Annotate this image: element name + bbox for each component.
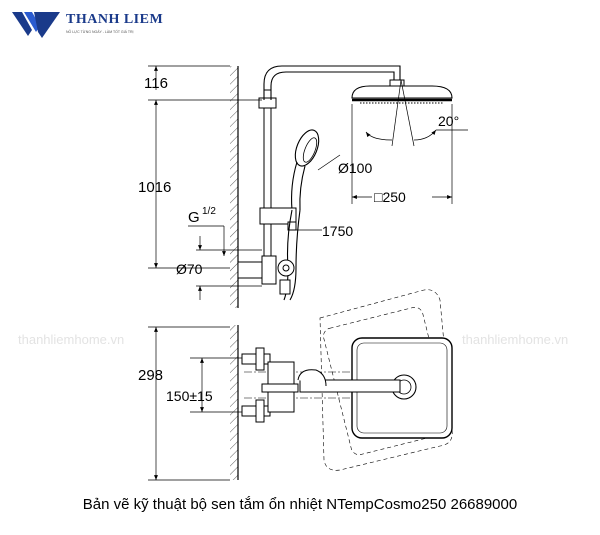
dim-rosette: Ø70 [176,261,203,277]
brand-name: THANH LIEM [66,12,164,27]
dim-hose-length: 1750 [322,223,353,239]
dim-head-size: □250 [374,189,406,205]
dim-1016: 1016 [138,179,171,196]
dim-116: 116 [144,75,168,92]
angle-line-left [391,79,402,147]
watermark-left: thanhliemhome.vn [18,332,125,347]
watermark-right: thanhliemhome.vn [462,332,569,347]
dim-thread: G [188,209,200,226]
brand-slogan: NỖ LỰC TỪNG NGÀY - LÀM TỐT GIÁ TRỊ [66,30,134,34]
riser-rail [263,89,272,263]
rain-shower-head [351,85,453,99]
wall-hatch-lower [230,325,238,480]
dim-298: 298 [138,367,163,384]
logo-mark-icon [12,12,60,38]
brand-logo[interactable]: THANH LIEM NỖ LỰC TỪNG NGÀY - LÀM TỐT GI… [10,8,163,38]
wall-connector [237,261,263,279]
shower-arm [263,65,401,100]
dim-150: 150±15 [166,388,213,404]
wall-hatch-upper [230,66,238,308]
mixer-body [261,255,277,285]
slider-holder [259,207,297,225]
dim-hand-diameter: Ø100 [338,160,372,176]
hose-outlet [277,259,295,277]
caption: Bản vẽ kỹ thuật bộ sen tắm ổn nhiệt NTem… [82,496,518,513]
dim-angle: 20° [438,113,459,129]
hand-shower [291,129,320,211]
angle-line-right [400,79,415,147]
dim-thread-fraction: 1/2 [202,206,216,217]
rail-bracket-top [258,97,277,109]
